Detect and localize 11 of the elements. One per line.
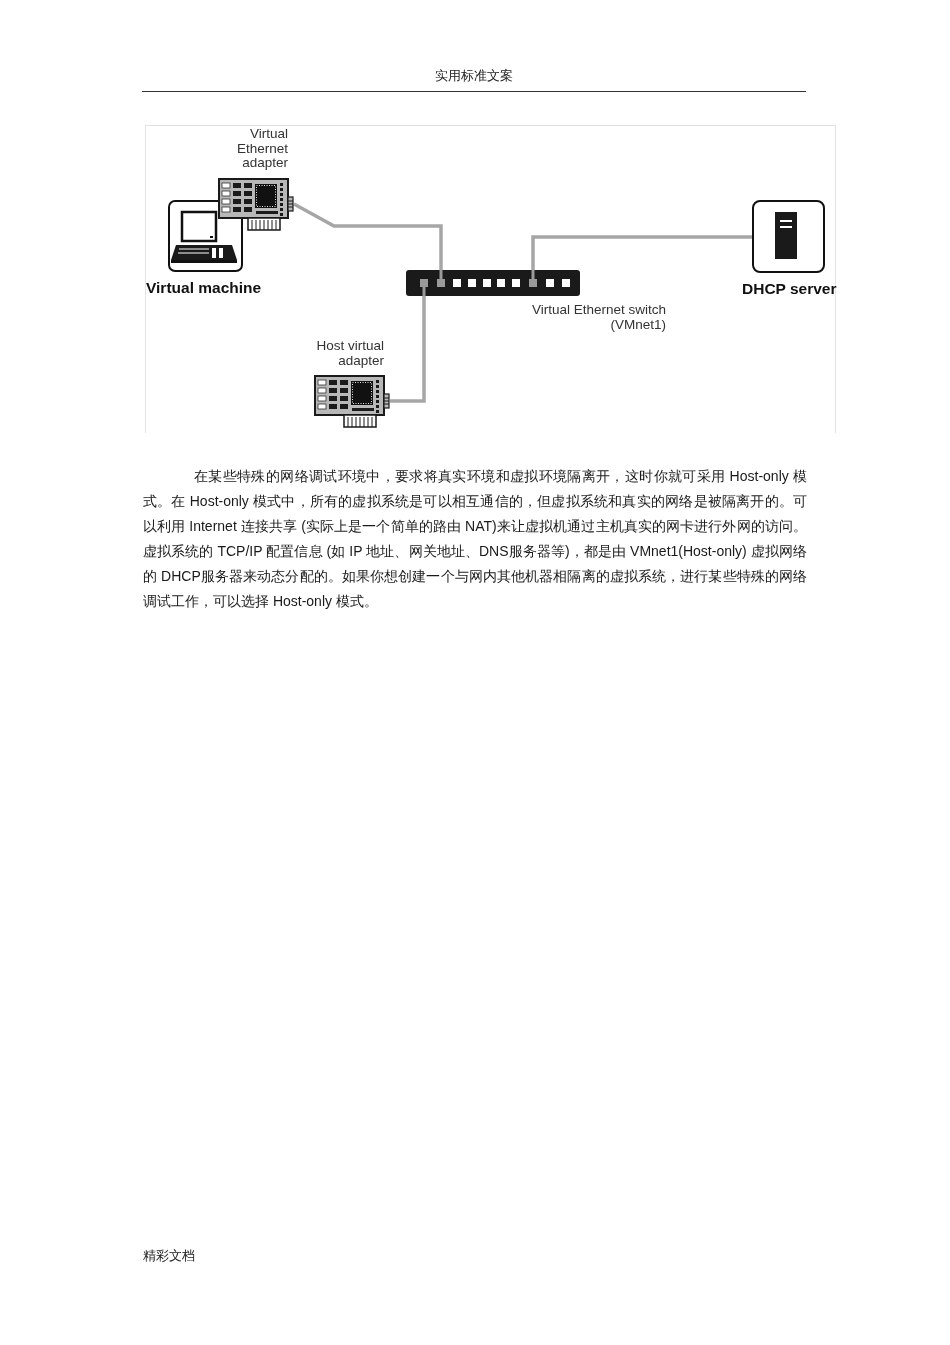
adapter-label: Host virtual adapter (315, 339, 384, 368)
page-footer: 精彩文档 (143, 1247, 195, 1264)
body-paragraph: 在某些特殊的网络调试环境中，要求将真实环境和虚拟环境隔离开，这时你就可采用 Host-only 模式。在 Host-only 模式中，所有的虚拟系统是可以相互通信的，但虚拟系统和真实的网络是被隔离开的。可以利用 Internet 连接共享 (实际上是一个简单的路由 NAT)来让虚拟机通过主机真实的网卡进行外网的访问。虚拟系统的 TCP/IP 配置信息 (如 IP 地址、网关地址、DNS服务器等)，都是由 VMnet1(Host-only) 虚拟网络的 DHCP服务器来动态分配的。如果你想创建一个与网内其他机器相隔离的虚拟系统，进行某些特殊的网络调试工作，可以选择 Host-only 模式。 (143, 467, 807, 611)
switch-label: Virtual Ethernet switch (VMnet1) (530, 303, 666, 332)
connector-line (293, 202, 443, 270)
connector-line (390, 296, 426, 403)
page-header: 实用标准文案 (434, 67, 514, 84)
server-label: DHCP server (742, 280, 837, 298)
connector-line (531, 235, 752, 270)
machine-label: Virtual machine (146, 279, 262, 297)
adapter-label: Virtual Ethernet adapter (235, 127, 288, 171)
